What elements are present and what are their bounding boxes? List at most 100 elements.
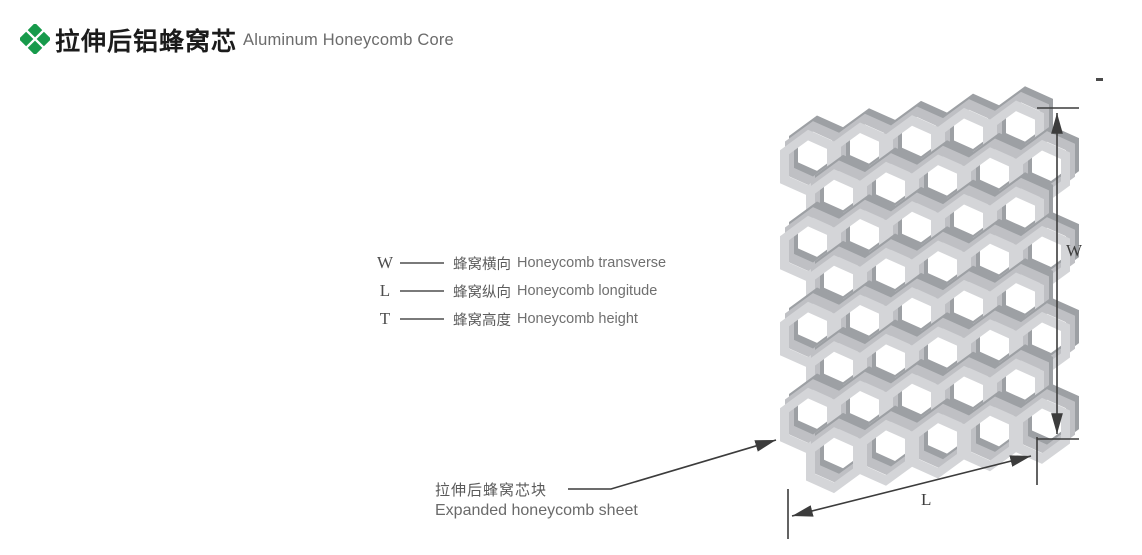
honeycomb-cell — [919, 394, 975, 469]
honeycomb-cell — [785, 203, 841, 277]
honeycomb-cell — [806, 337, 862, 412]
honeycomb-cell — [789, 369, 845, 444]
dim-w-label: W — [1066, 241, 1083, 260]
legend-dash-line — [400, 290, 444, 292]
dim-l-line — [791, 455, 1032, 517]
honeycomb-cell — [915, 313, 971, 388]
honeycomb-cell — [863, 321, 919, 396]
honeycomb-cell — [815, 322, 871, 397]
honeycomb-cell — [889, 274, 945, 349]
leader-label-zh: 拉伸后蜂窝芯块 — [435, 482, 548, 499]
legend-label-zh: 蜂窝高度 — [453, 312, 511, 329]
legend-label-en: Honeycomb transverse — [517, 255, 667, 271]
honeycomb-cell — [919, 308, 975, 383]
honeycomb-cell — [993, 173, 1049, 248]
honeycomb-cell — [915, 227, 971, 302]
honeycomb-cell — [988, 354, 1044, 429]
honeycomb-cell — [841, 190, 897, 265]
honeycomb-cell — [936, 361, 992, 436]
legend-label-zh: 蜂窝纵向 — [453, 284, 511, 301]
honeycomb-cell — [811, 156, 867, 231]
honeycomb-cell — [789, 111, 845, 186]
honeycomb-cell — [867, 229, 923, 304]
honeycomb-cell — [884, 111, 940, 186]
honeycomb-cell — [889, 188, 945, 263]
honeycomb-cell — [837, 281, 893, 356]
honeycomb-cell — [997, 340, 1053, 415]
honeycomb-cell — [815, 236, 871, 311]
page-title-en: Aluminum Honeycomb Core — [243, 31, 454, 49]
honeycomb-cell — [962, 229, 1018, 304]
honeycomb-cell — [1014, 307, 1070, 382]
honeycomb-cell — [884, 283, 940, 358]
honeycomb-cell — [832, 376, 888, 451]
honeycomb-cell — [919, 222, 975, 297]
honeycomb-cell — [780, 125, 836, 200]
honeycomb-cell — [962, 315, 1018, 390]
honeycomb-cell — [945, 347, 1001, 422]
honeycomb-cell — [910, 408, 966, 483]
honeycomb-cell — [993, 259, 1049, 334]
honeycomb-cell — [919, 136, 975, 211]
legend-row-t: T 蜂窝高度 Honeycomb height — [374, 305, 666, 333]
honeycomb-cell — [863, 407, 919, 482]
legend-label-zh: 蜂窝横向 — [453, 256, 511, 273]
honeycomb-cell — [988, 96, 1044, 171]
honeycomb-cell — [993, 345, 1049, 420]
legend-symbol-w: W — [376, 253, 394, 272]
legend-label-en: Honeycomb longitude — [517, 283, 658, 299]
honeycomb-cell — [858, 329, 914, 404]
honeycomb-cell — [997, 168, 1053, 243]
honeycomb-cell — [867, 315, 923, 390]
leader-label-en: Expanded honeycomb sheet — [435, 502, 638, 519]
honeycomb-cell — [858, 415, 914, 490]
honeycomb-cell — [993, 87, 1049, 162]
honeycomb-cell — [910, 322, 966, 397]
dim-l-label: L — [921, 490, 932, 509]
honeycomb-cell — [1014, 135, 1070, 210]
honeycomb-cell — [988, 182, 1044, 257]
honeycomb-cell — [971, 214, 1027, 289]
honeycomb-cell — [971, 128, 1027, 203]
honeycomb-cell — [1019, 299, 1075, 374]
honeycomb-cell — [962, 143, 1018, 218]
honeycomb-cell — [837, 109, 893, 184]
honeycomb-cell — [811, 242, 867, 317]
honeycomb-cell — [785, 117, 841, 191]
honeycomb-cell — [841, 104, 897, 179]
honeycomb-cell — [1023, 379, 1079, 454]
honeycomb-cell — [997, 82, 1053, 157]
honeycomb-cell — [789, 283, 845, 358]
honeycomb-cell — [837, 195, 893, 270]
honeycomb-cell — [841, 276, 897, 351]
four-diamond-icon — [20, 24, 50, 54]
honeycomb-cell — [867, 401, 923, 476]
honeycomb-cell — [941, 267, 997, 342]
honeycomb-cell — [780, 383, 836, 458]
honeycomb-cell — [971, 300, 1027, 375]
honeycomb-cell — [858, 243, 914, 318]
honeycomb-cell — [941, 353, 997, 428]
honeycomb-cell — [962, 401, 1018, 476]
honeycomb-cell — [841, 362, 897, 437]
honeycomb-cell — [1014, 221, 1070, 296]
honeycomb-cell — [789, 197, 845, 272]
honeycomb-cell — [815, 408, 871, 483]
honeycomb-cell — [863, 149, 919, 224]
honeycomb-cell — [785, 289, 841, 363]
honeycomb-cell — [806, 423, 862, 498]
dimension-legend: W 蜂窝横向 Honeycomb transverse L 蜂窝纵向 Honey… — [374, 249, 666, 333]
leader-line — [568, 439, 777, 490]
honeycomb-sheet — [780, 82, 1079, 498]
honeycomb-cell — [811, 328, 867, 403]
page-title-zh: 拉伸后铝蜂窝芯 — [55, 28, 238, 56]
honeycomb-cell — [893, 354, 949, 429]
honeycomb-cell — [967, 134, 1023, 209]
honeycomb-cell — [811, 414, 867, 489]
legend-symbol-t: T — [379, 309, 391, 328]
honeycomb-cell — [910, 236, 966, 311]
honeycomb-cell — [806, 251, 862, 326]
honeycomb-cell — [867, 143, 923, 218]
honeycomb-cell — [806, 165, 862, 240]
